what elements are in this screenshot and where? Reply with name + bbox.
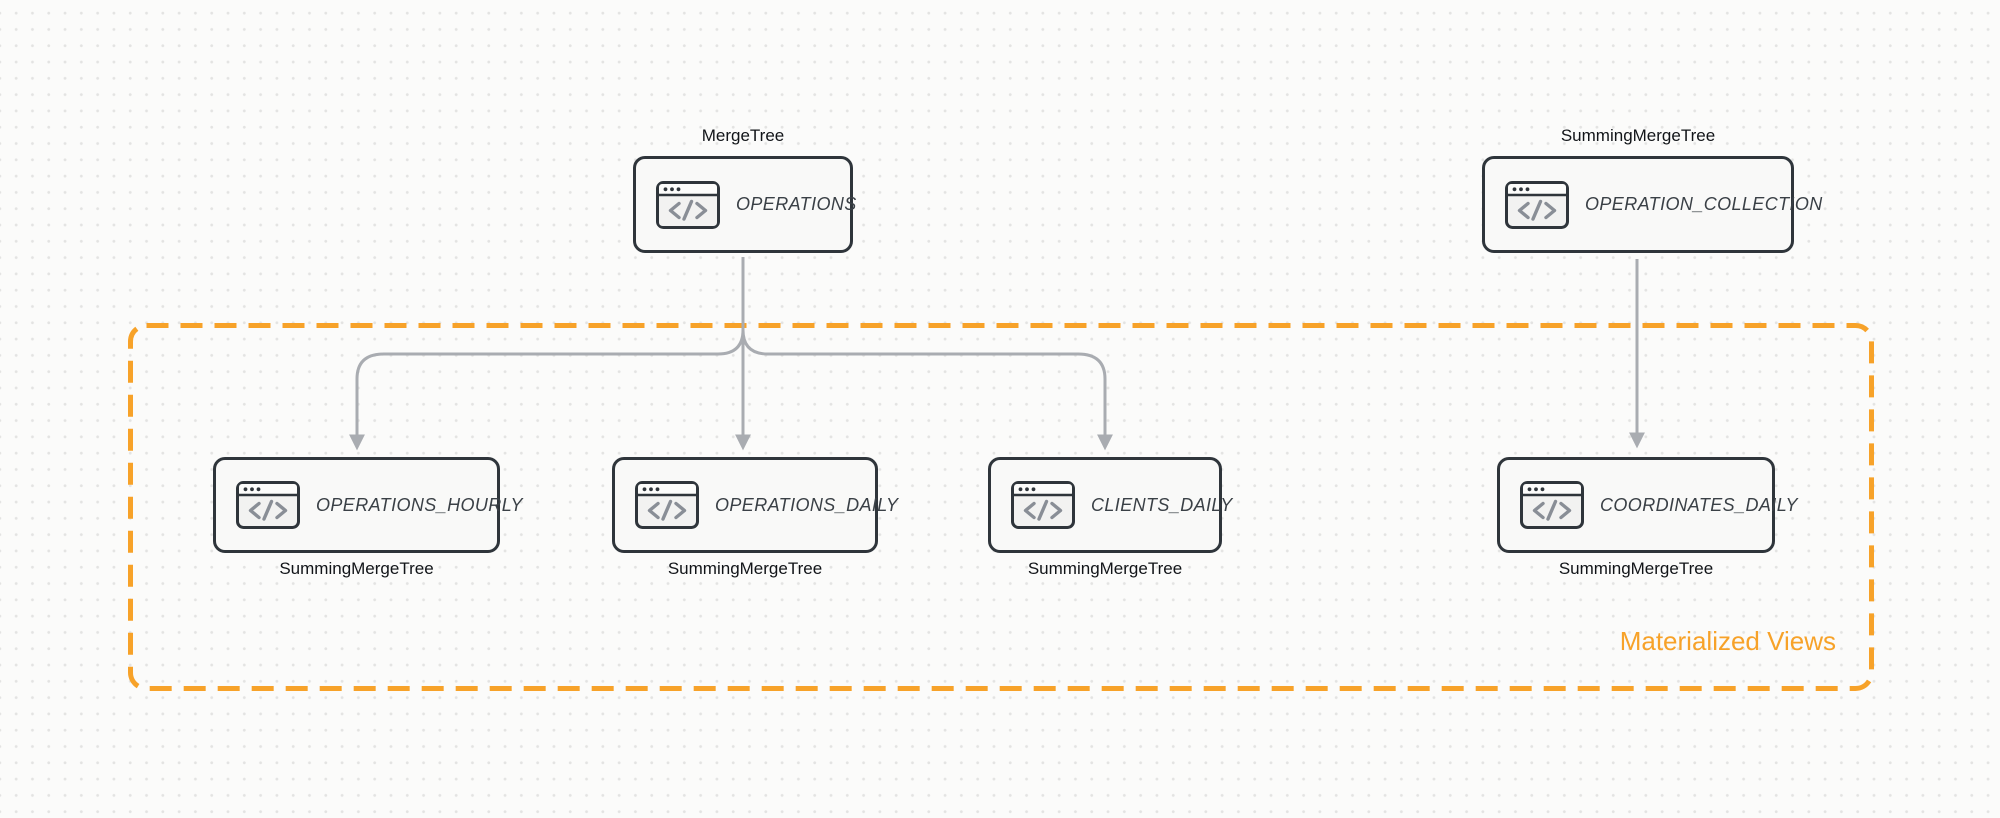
engine-label: SummingMergeTree	[1027, 559, 1183, 578]
engine-label: SummingMergeTree	[1558, 559, 1714, 578]
engine-label: SummingMergeTree	[279, 559, 434, 578]
engine-label: SummingMergeTree	[667, 559, 823, 578]
node-title: OPERATION_COLLECTION	[1585, 194, 1823, 214]
node-title: OPERATIONS_HOURLY	[316, 494, 523, 515]
code-window-icon	[1520, 481, 1584, 529]
node-operation-collection[interactable]: SummingMergeTree OPERATION_COLLECTION	[1482, 126, 1822, 253]
node-operations-daily[interactable]: SummingMergeTree OPERATIONS_DAILY	[612, 457, 898, 578]
edge-operations-to-clients-daily	[741, 257, 1113, 451]
node-operations[interactable]: MergeTree OPERATIONS	[633, 126, 856, 253]
code-window-icon	[236, 481, 300, 529]
node-title: CLIENTS_DAILY	[1091, 494, 1233, 515]
code-window-icon	[656, 180, 720, 229]
group-label: Materialized Views	[1619, 626, 1836, 656]
engine-label: MergeTree	[701, 126, 785, 145]
code-window-icon	[1505, 180, 1569, 229]
node-title: OPERATIONS	[736, 194, 857, 214]
node-clients-daily[interactable]: SummingMergeTree CLIENTS_DAILY	[988, 457, 1232, 578]
code-window-icon	[635, 481, 699, 529]
node-operations-hourly[interactable]: SummingMergeTree OPERATIONS_HOURLY	[213, 457, 522, 578]
node-title: OPERATIONS_DAILY	[715, 494, 899, 515]
edge-operations-to-operations-hourly	[349, 257, 745, 451]
node-title: COORDINATES_DAILY	[1600, 494, 1798, 515]
code-window-icon	[1011, 481, 1075, 529]
engine-label: SummingMergeTree	[1560, 126, 1716, 145]
node-coordinates-daily[interactable]: SummingMergeTree COORDINATES_DAILY	[1497, 457, 1797, 578]
